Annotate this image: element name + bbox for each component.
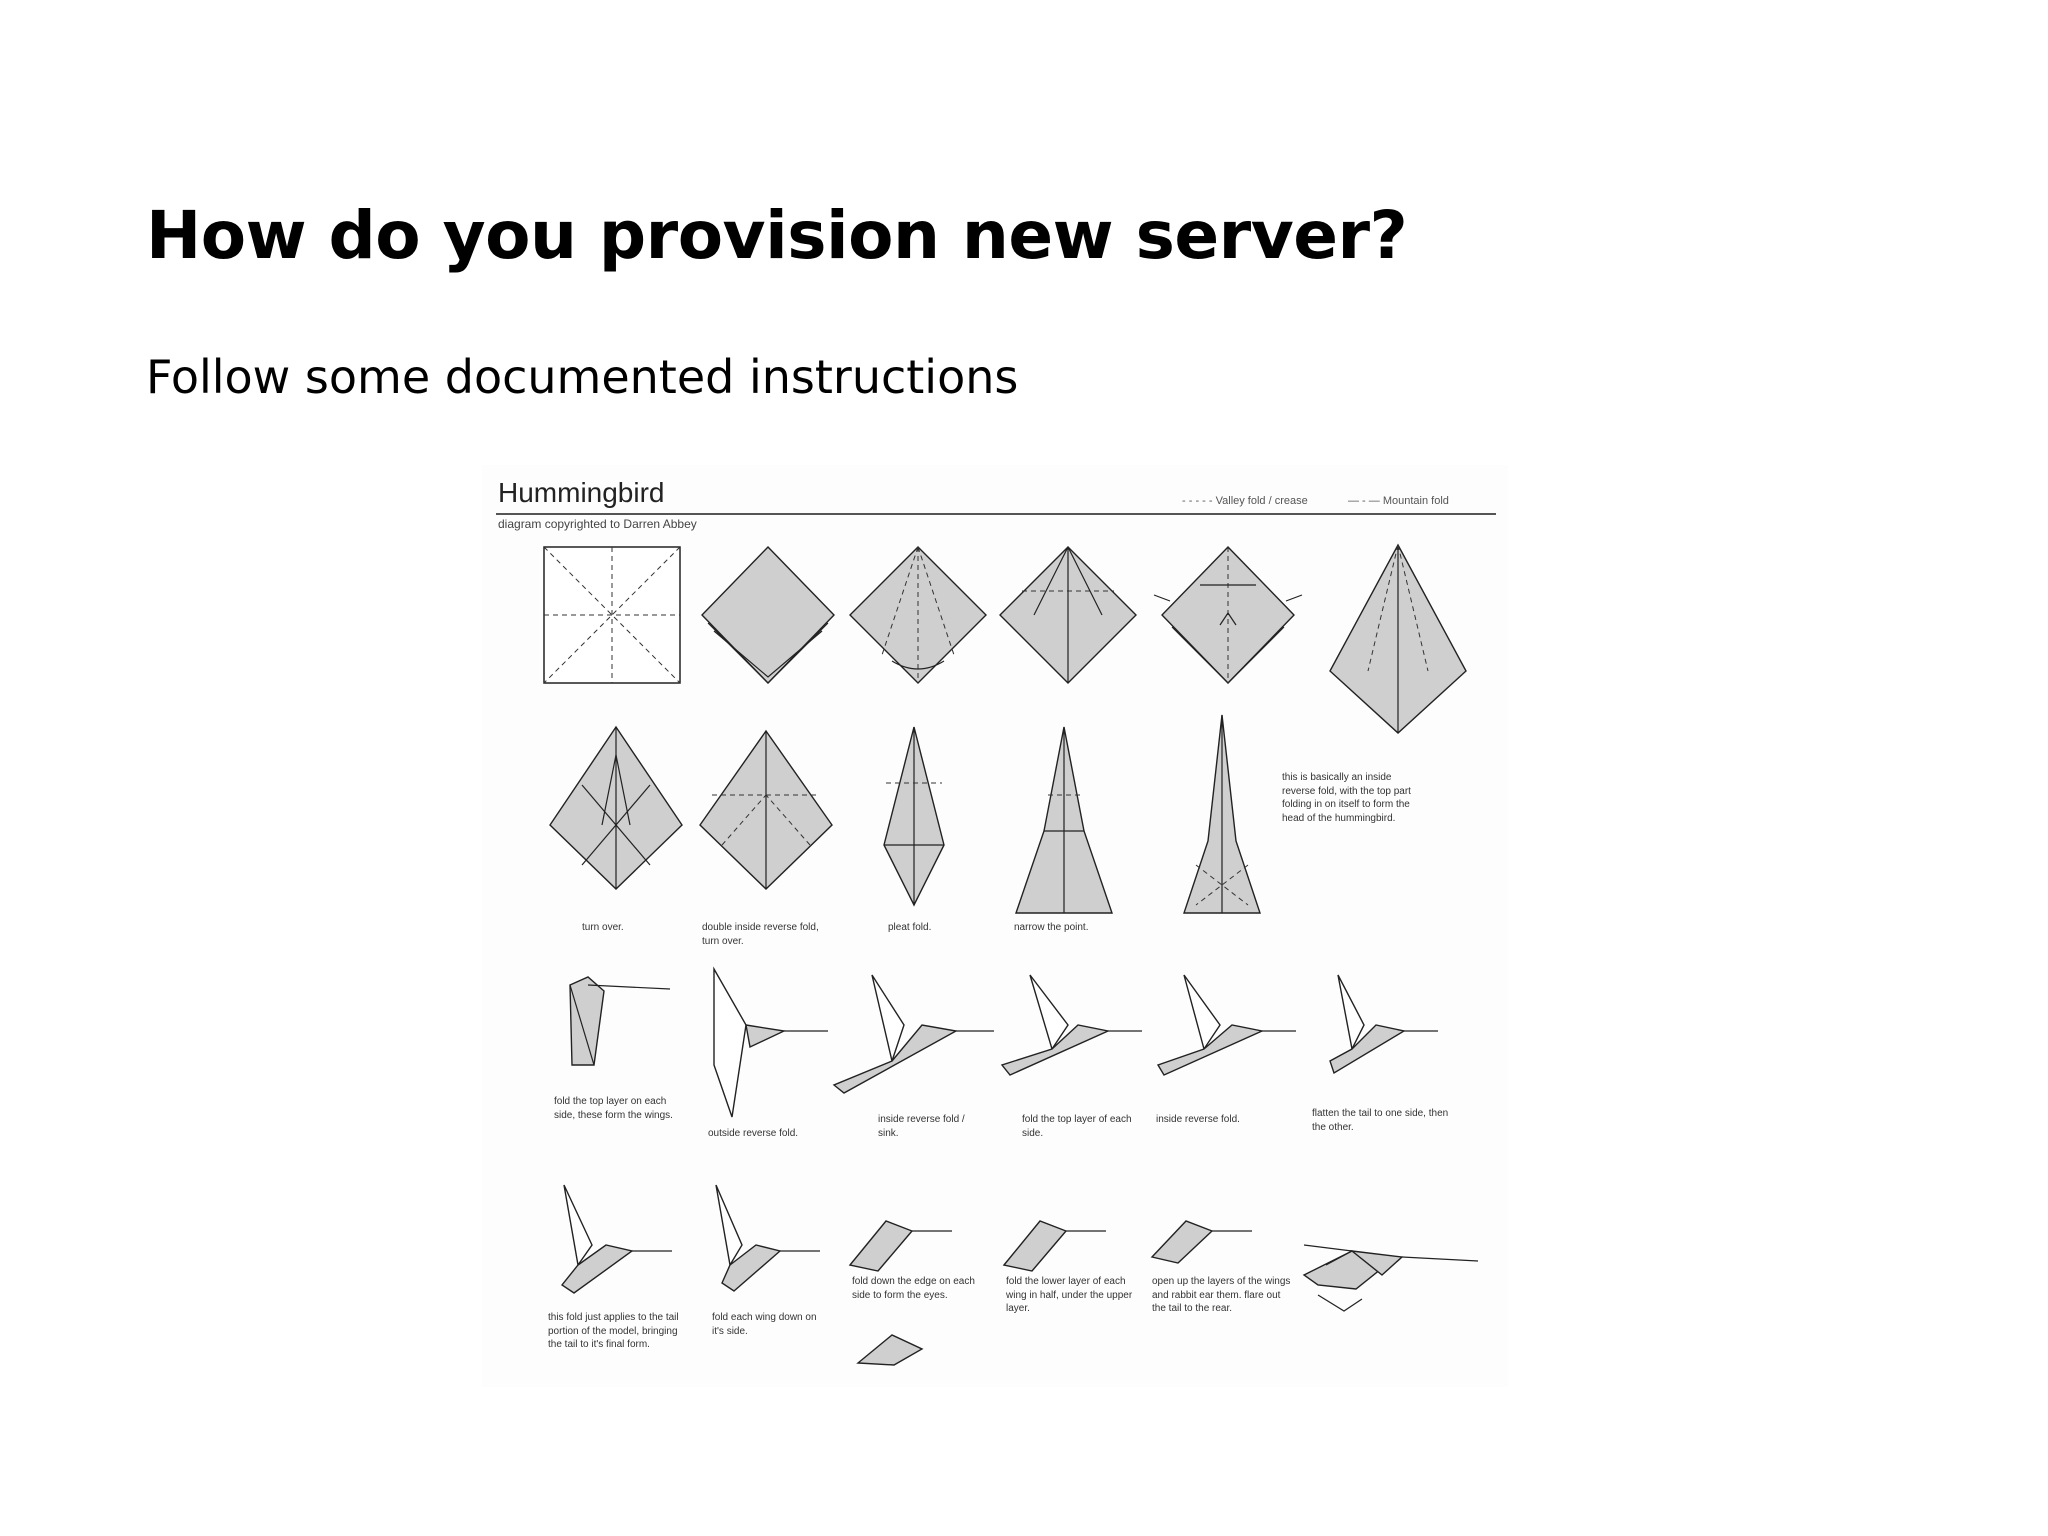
step-fold-top-layer <box>1000 974 1142 1076</box>
legend-mountain-fold: — - — Mountain fold <box>1348 495 1449 507</box>
caption-open-layers: open up the layers of the wings and rabb… <box>1152 1276 1291 1314</box>
legend-valley-fold: - - - - - Valley fold / crease <box>1182 495 1308 507</box>
caption-pleat-fold: pleat fold. <box>888 922 932 933</box>
step-sink <box>832 974 994 1094</box>
step-petal-fold <box>1153 545 1303 685</box>
step-wings <box>569 976 671 1066</box>
step-inside-reverse <box>1156 974 1296 1076</box>
diagram-credit: diagram copyrighted to Darren Abbey <box>498 517 697 531</box>
caption-fold-down-edge: fold down the edge on each side to form … <box>852 1276 975 1301</box>
caption-turn-over: turn over. <box>582 922 624 933</box>
caption-double-inside-reverse: double inside reverse fold, turn over. <box>702 922 819 947</box>
header-divider <box>496 513 1496 515</box>
step-narrow-point <box>1015 726 1113 914</box>
step-kite-crease <box>849 546 987 684</box>
fold-steps-illustration <box>543 543 1479 1366</box>
step-double-reverse <box>699 729 833 890</box>
caption-outside-reverse: outside reverse fold. <box>708 1128 799 1139</box>
step-wing-down <box>715 1184 820 1292</box>
final-hummingbird <box>1302 1244 1479 1312</box>
step-open-layers <box>1150 1220 1252 1264</box>
caption-fold-lower-layer: fold the lower layer of each wing in hal… <box>1006 1276 1133 1314</box>
diagram-title: Hummingbird <box>498 477 665 508</box>
step-square-crease <box>543 546 681 684</box>
step-lower-layer <box>1002 1220 1106 1272</box>
step-turn-over <box>549 725 683 890</box>
step-preliminary-base <box>701 545 835 685</box>
caption-fold-top-layer: fold the top layer of each side. <box>1022 1114 1132 1139</box>
caption-tail-fold: this fold just applies to the tail porti… <box>548 1312 679 1350</box>
caption-head-note: this is basically an inside reverse fold… <box>1282 772 1411 824</box>
step-eyes <box>848 1220 952 1366</box>
caption-fold-each-wing: fold each wing down on it's side. <box>712 1312 817 1337</box>
step-head-fold <box>1183 714 1261 914</box>
slide-title: How do you provision new server? <box>146 197 1408 274</box>
caption-inside-reverse: inside reverse fold. <box>1156 1114 1240 1125</box>
origami-diagram: Hummingbird diagram copyrighted to Darre… <box>482 465 1508 1387</box>
step-bird-base <box>1329 543 1467 734</box>
step-outside-reverse <box>713 966 828 1118</box>
step-pleat <box>883 726 945 907</box>
caption-flatten-tail: flatten the tail to one side, then the o… <box>1312 1108 1449 1133</box>
caption-narrow-point: narrow the point. <box>1014 922 1089 933</box>
caption-wings: fold the top layer on each side, these f… <box>554 1096 673 1121</box>
step-flatten-tail <box>1329 974 1438 1075</box>
step-kite-fold <box>999 546 1137 684</box>
slide-subtitle: Follow some documented instructions <box>146 350 1019 404</box>
caption-inside-reverse-sink: inside reverse fold / sink. <box>878 1114 965 1139</box>
step-tail-form <box>560 1184 672 1294</box>
